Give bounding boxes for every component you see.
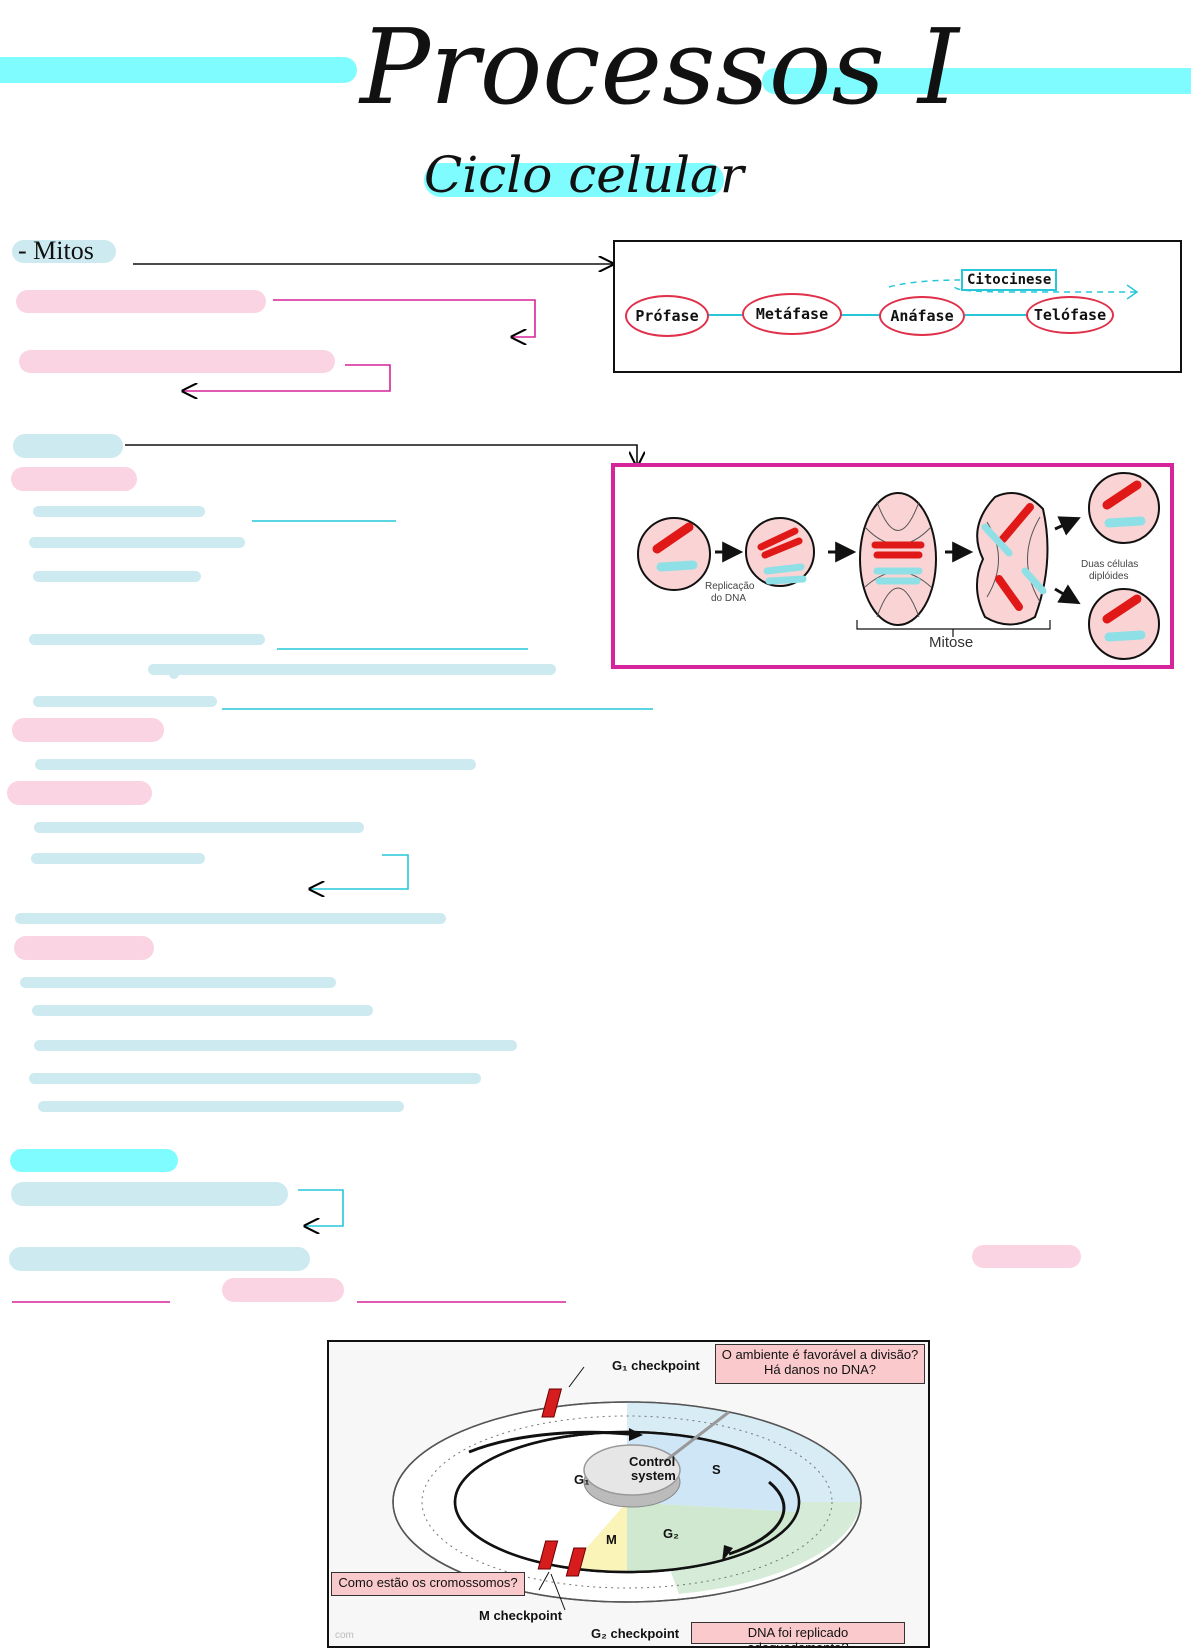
mitosis-illustration (637, 472, 1160, 660)
section-label: - Mitos (18, 236, 94, 265)
note-bar (34, 822, 364, 833)
note-environment-line1: O ambiente é favorável a divisão? (721, 1347, 919, 1362)
note-bar (9, 1247, 310, 1271)
control-system-label-line2: system (631, 1468, 676, 1483)
cytokinesis-label: Citocinese (961, 269, 1058, 291)
note-bar (34, 1040, 517, 1051)
replication-label-line1: Replicação (705, 581, 755, 592)
note-bar (35, 759, 476, 770)
g2-checkpoint-label: G₂ checkpoint (591, 1626, 680, 1641)
checkpoint-figure: G₁ checkpoint G₂ checkpoint M checkpoint… (327, 1340, 930, 1648)
note-bar (29, 537, 245, 548)
mitosis-figure: Replicação do DNA Mitose Duas células di… (611, 463, 1174, 669)
phase-telophase: Telófase (1026, 296, 1114, 334)
note-bar (11, 467, 137, 491)
note-bar (29, 634, 265, 645)
checkpoint-illustration (392, 1366, 862, 1611)
note-bar (33, 571, 201, 582)
note-bar (15, 913, 446, 924)
phase-g1-label: G₁ (574, 1472, 590, 1487)
page-title: Processos I (360, 6, 959, 128)
note-bar (20, 977, 336, 988)
phases-connector (705, 279, 1139, 316)
mitosis-label: Mitose (929, 634, 974, 651)
note-bar (972, 1245, 1081, 1268)
phase-anaphase: Anáfase (879, 296, 965, 336)
figure-watermark: com (335, 1630, 354, 1641)
note-bar (148, 664, 556, 675)
note-bar (11, 1182, 288, 1206)
g1-checkpoint-label: G₁ checkpoint (612, 1358, 700, 1373)
note-bar (29, 1073, 481, 1084)
note-bar (16, 290, 266, 313)
phase-metaphase: Metáfase (742, 293, 842, 335)
note-bar (12, 718, 164, 742)
page-subtitle: Ciclo celular (424, 146, 744, 204)
phase-s-label: S (712, 1462, 721, 1477)
phase-prophase: Prófase (625, 295, 709, 337)
subtitle-highlight (424, 163, 724, 197)
note-bar (14, 936, 154, 960)
section-label-highlight (12, 240, 116, 263)
note-bar (31, 853, 205, 864)
control-system-label-line1: Control (629, 1454, 676, 1469)
phase-g2-label: G₂ (663, 1526, 679, 1541)
note-bar (19, 350, 335, 373)
phases-diagram: Citocinese Prófase Metáfase Anáfase Teló… (613, 240, 1182, 373)
phase-m-label: M (606, 1532, 617, 1547)
m-checkpoint-label: M checkpoint (479, 1608, 563, 1623)
note-chromosomes: Como estão os cromossomos? (331, 1572, 525, 1596)
note-bar (13, 434, 123, 458)
result-label-line2: diplóides (1089, 571, 1129, 582)
note-environment: O ambiente é favorável a divisão? Há dan… (715, 1344, 925, 1384)
note-bar (222, 1278, 344, 1302)
note-bar (38, 1101, 404, 1112)
note-environment-line2: Há danos no DNA? (763, 1362, 876, 1377)
note-bar (33, 506, 205, 517)
note-dna: DNA foi replicado adequadamente? (691, 1622, 905, 1646)
note-bar (33, 696, 217, 707)
note-bar (32, 1005, 373, 1016)
result-label-line1: Duas células (1081, 559, 1139, 570)
note-bar (7, 781, 152, 805)
header-right-stripe (762, 68, 1191, 94)
replication-label-line2: do DNA (711, 593, 747, 604)
note-bar (10, 1149, 178, 1172)
dot-marker (169, 669, 179, 679)
header-left-stripe (0, 57, 357, 83)
